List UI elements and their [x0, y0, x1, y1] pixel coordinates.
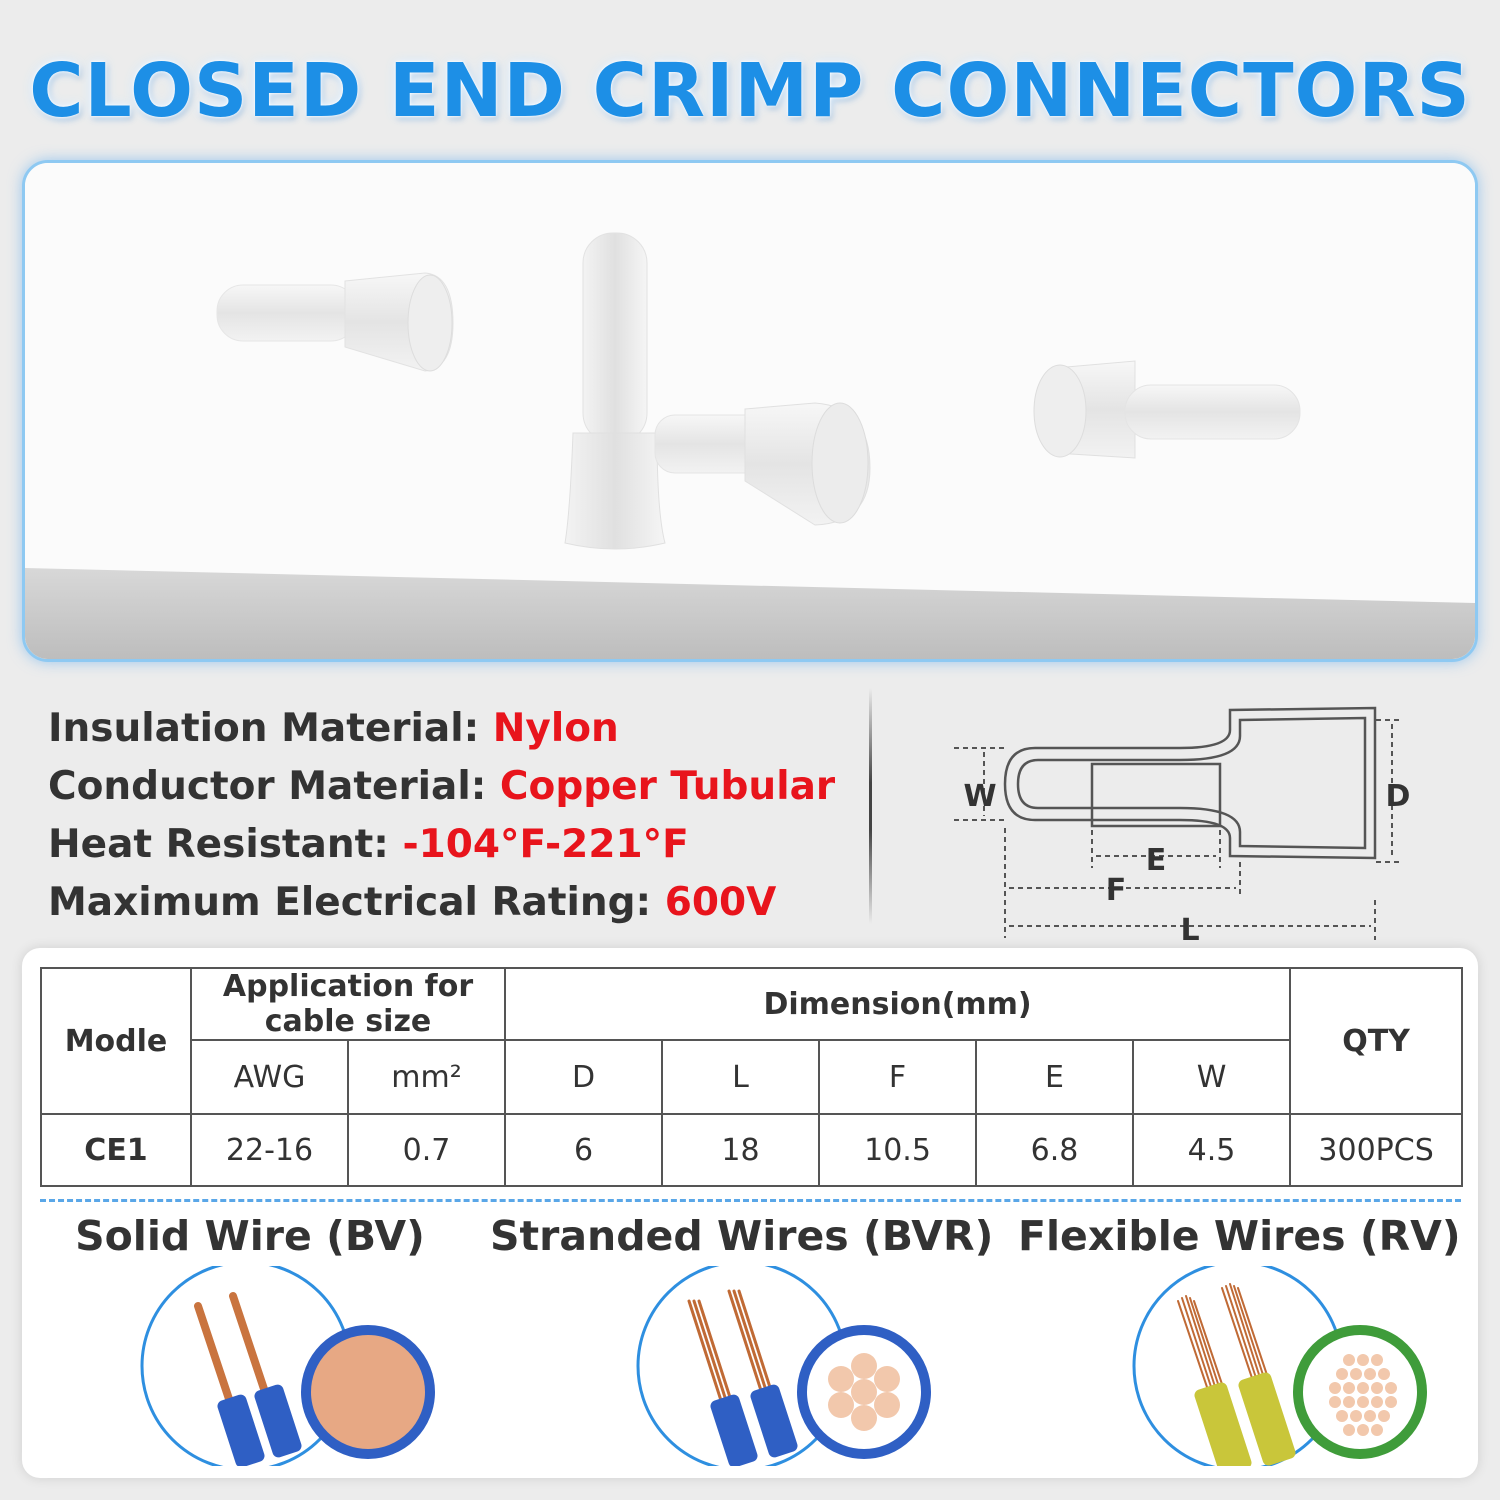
cell-l: 18 — [661, 1113, 821, 1187]
header-application: Application for cable size — [189, 967, 507, 1041]
dashed-separator — [40, 1199, 1461, 1202]
spec-rating: Maximum Electrical Rating: 600V — [48, 880, 777, 925]
wire-label-stranded: Stranded Wires (BVR) — [490, 1212, 994, 1260]
cell-d: 6 — [504, 1113, 664, 1187]
dim-label-l: L — [1180, 913, 1199, 948]
spec-conductor: Conductor Material: Copper Tubular — [48, 764, 836, 809]
cell-qty: 300PCS — [1289, 1113, 1464, 1187]
solid-wire-icon — [140, 1266, 435, 1466]
connector-right — [1033, 360, 1301, 459]
wire-label-flexible: Flexible Wires (RV) — [1018, 1212, 1461, 1260]
cell-e: 6.8 — [975, 1113, 1135, 1187]
connectors-illustration — [25, 163, 1475, 659]
cell-model: CE1 — [40, 1113, 192, 1187]
cell-f: 10.5 — [818, 1113, 978, 1187]
spec-table: Modle Application for cable size Dimensi… — [40, 967, 1464, 1187]
subheader-d: D — [504, 1039, 664, 1115]
spec-heat: Heat Resistant: -104°F-221°F — [48, 822, 689, 867]
flexible-wire-icon — [1132, 1266, 1427, 1466]
subheader-e: E — [975, 1039, 1135, 1115]
connector-left — [216, 272, 454, 372]
table-row: CE1 22-16 0.7 6 18 10.5 6.8 4.5 300PCS — [40, 1113, 1464, 1187]
header-model: Modle — [40, 967, 192, 1115]
page-title: CLOSED END CRIMP CONNECTORS — [29, 48, 1471, 134]
spec-insulation: Insulation Material: Nylon — [48, 706, 619, 751]
header-dimension: Dimension(mm) — [504, 967, 1292, 1041]
cell-awg: 22-16 — [190, 1113, 349, 1187]
subheader-w: W — [1132, 1039, 1292, 1115]
product-photo — [22, 160, 1478, 662]
connector-middle-lying — [654, 402, 871, 526]
dim-label-e: E — [1146, 843, 1167, 878]
cell-w: 4.5 — [1132, 1113, 1292, 1187]
spec-list: Insulation Material: Nylon Conductor Mat… — [48, 700, 835, 932]
vertical-divider — [869, 688, 872, 924]
subheader-mm2: mm² — [346, 1039, 507, 1115]
cell-mm2: 0.7 — [346, 1113, 507, 1187]
stranded-wire-icon — [636, 1266, 931, 1466]
connector-middle-standing — [564, 232, 666, 550]
header-qty: QTY — [1289, 967, 1464, 1115]
subheader-f: F — [818, 1039, 978, 1115]
wire-label-solid: Solid Wire (BV) — [75, 1212, 425, 1260]
dim-label-d: D — [1386, 779, 1411, 814]
subheader-l: L — [661, 1039, 821, 1115]
dimension-diagram: W D E F L — [940, 700, 1470, 954]
dim-label-w: W — [963, 779, 996, 814]
subheader-awg: AWG — [190, 1039, 349, 1115]
dim-label-f: F — [1106, 873, 1127, 908]
